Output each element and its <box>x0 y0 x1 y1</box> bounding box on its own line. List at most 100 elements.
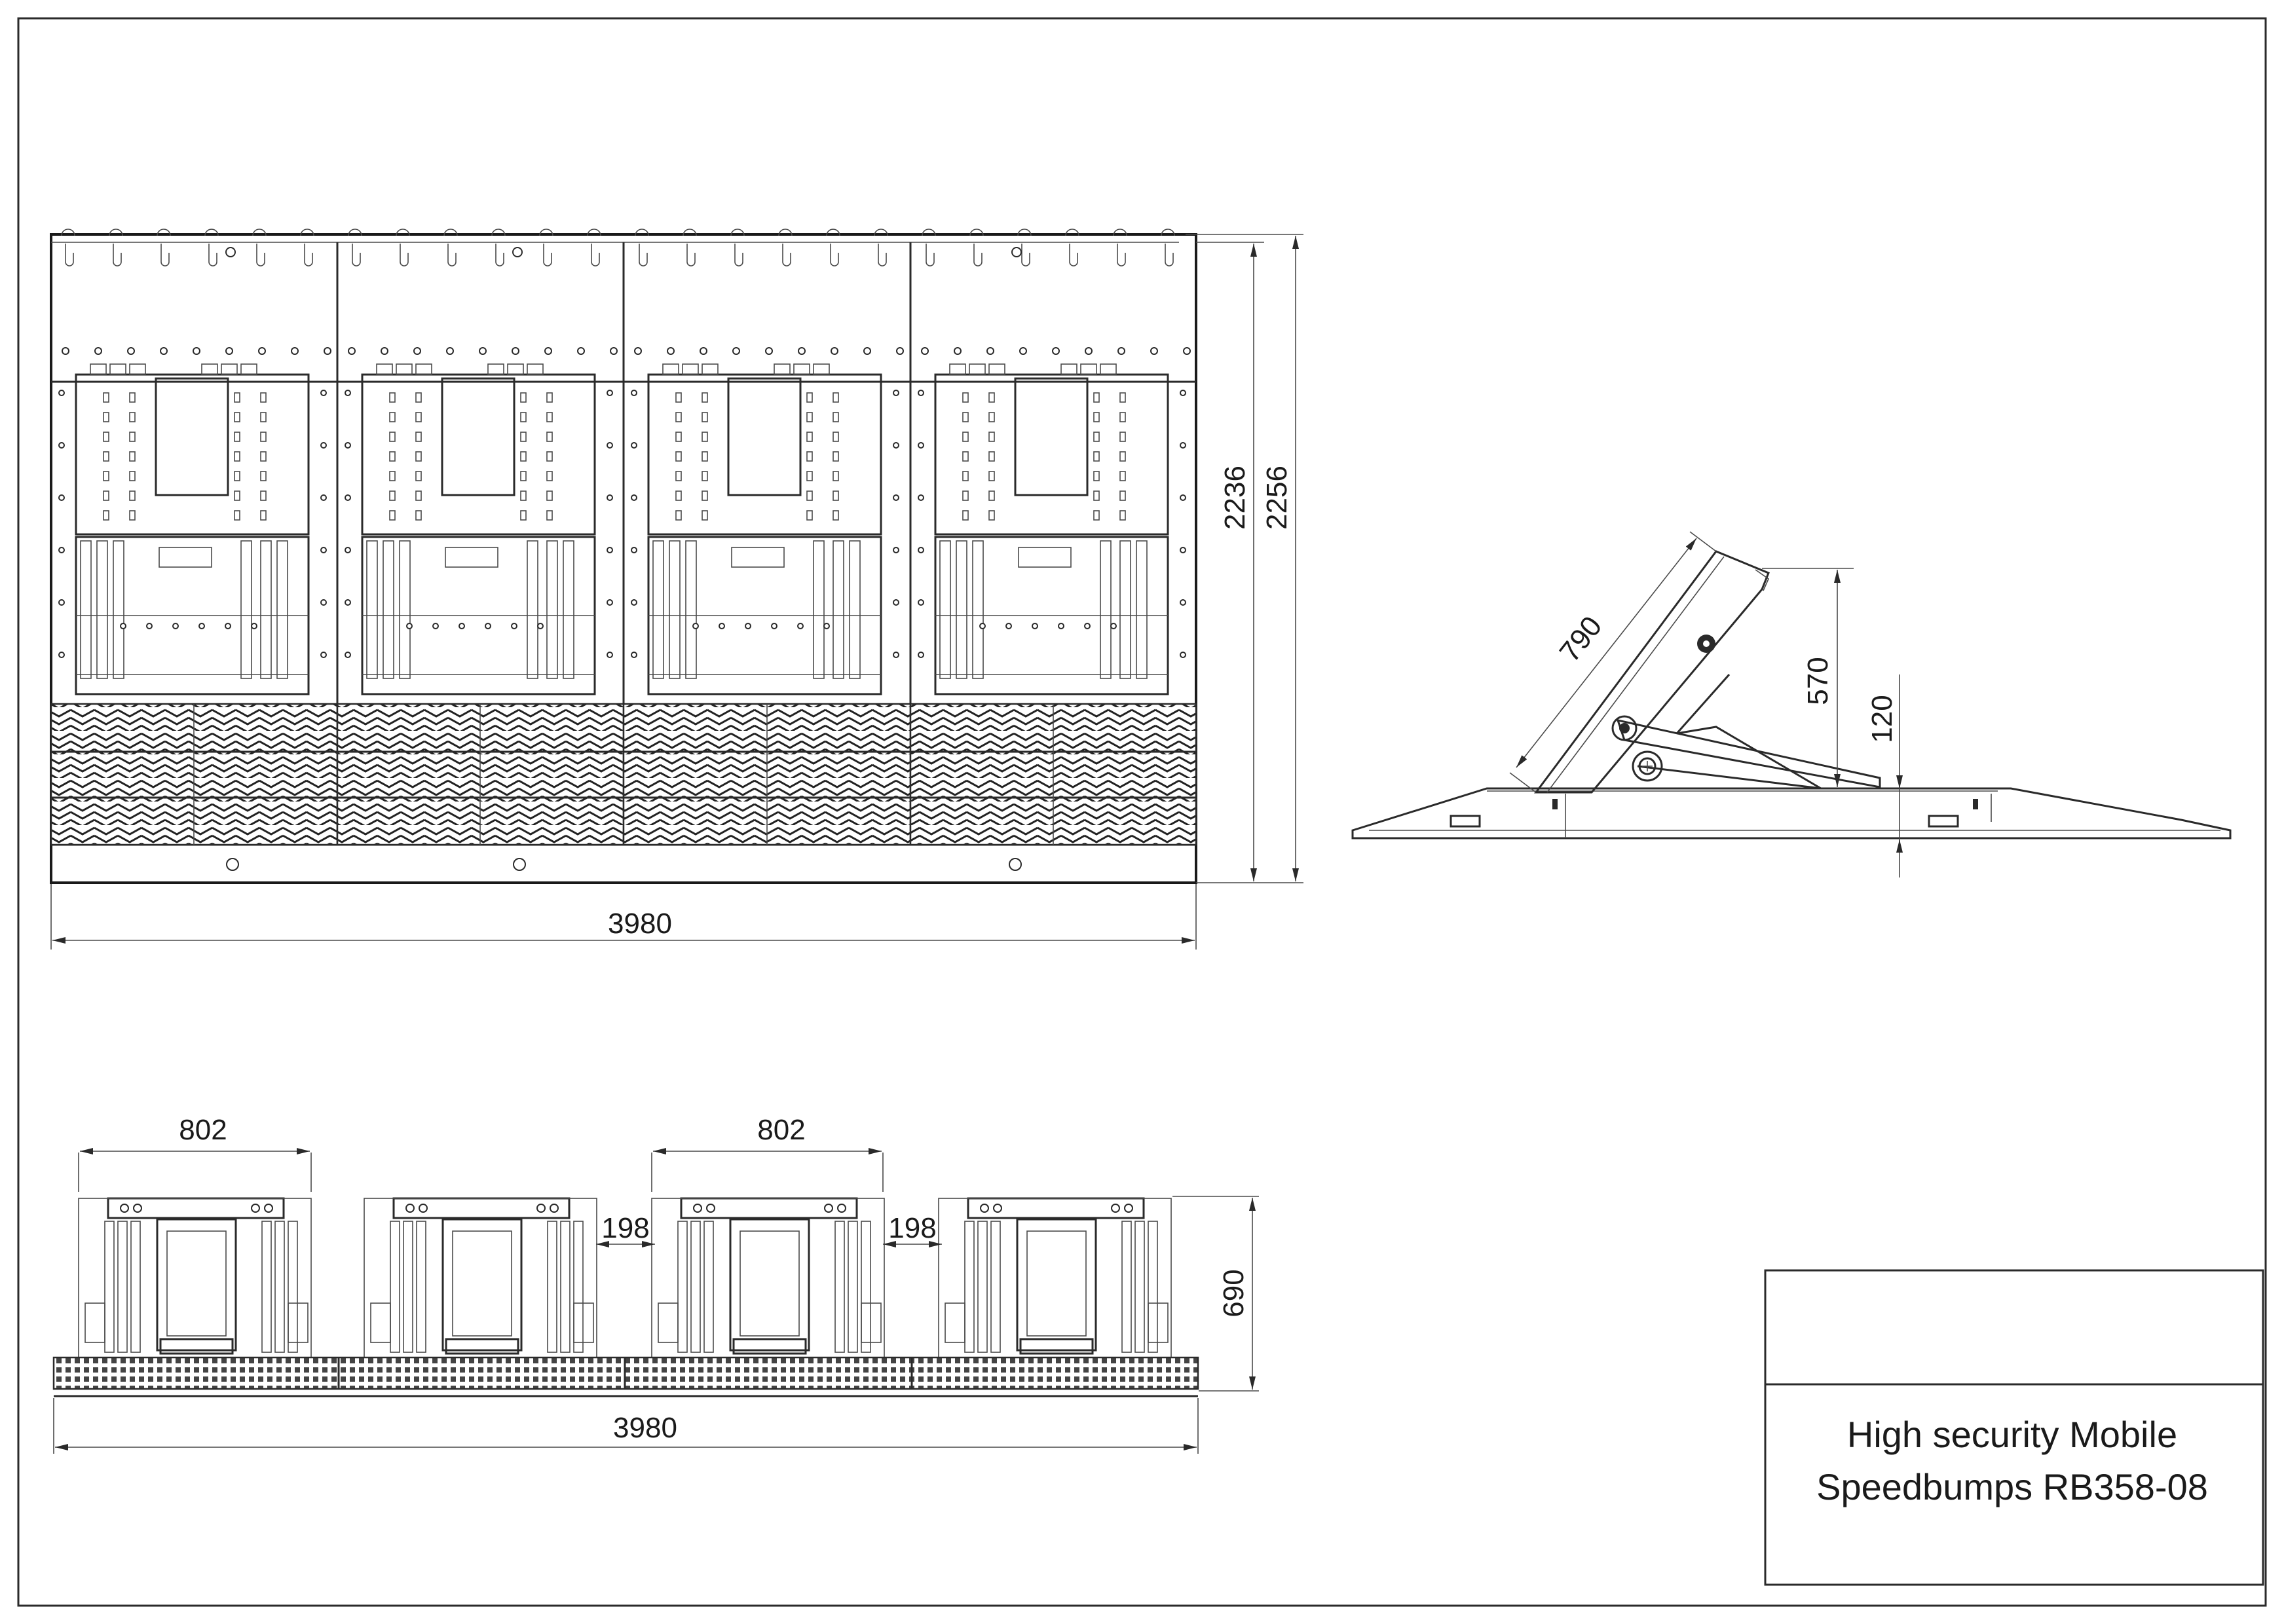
strap-hook <box>352 244 361 267</box>
slot <box>1119 392 1126 403</box>
side-view <box>1351 550 2232 840</box>
connector-tab <box>507 363 524 375</box>
mount-hole <box>993 1204 1002 1213</box>
bolt <box>918 442 924 449</box>
lift-rail <box>834 1221 845 1353</box>
slot <box>129 471 136 481</box>
strap-loop <box>109 229 123 236</box>
mount-hole <box>824 1204 833 1213</box>
slot <box>129 432 136 442</box>
strap-hook <box>1117 244 1126 267</box>
slot <box>520 510 527 521</box>
gap-label: 198 <box>888 1212 936 1244</box>
mount-hole <box>1009 858 1022 871</box>
lift-rail <box>403 1221 413 1353</box>
slot <box>833 510 839 521</box>
lift-rail <box>560 1221 571 1353</box>
lift-rail <box>956 540 967 679</box>
slot <box>833 432 839 442</box>
connector-tab <box>969 363 986 375</box>
strap-loop <box>683 229 697 236</box>
bolt <box>58 547 65 553</box>
lift-rail <box>1119 540 1131 679</box>
strap-hook <box>113 244 122 267</box>
bolt <box>345 442 351 449</box>
bolt <box>700 347 707 355</box>
slot <box>103 432 109 442</box>
lift-rail <box>964 1221 975 1353</box>
bolt <box>291 347 299 355</box>
bolt <box>485 623 491 629</box>
slot <box>1093 471 1100 481</box>
strap-loop <box>61 229 75 236</box>
bolt <box>406 623 413 629</box>
mechanism-panel <box>166 1230 227 1337</box>
slot <box>234 451 240 462</box>
connector-tab <box>1060 363 1077 375</box>
strap-loop <box>922 229 936 236</box>
connector-tab <box>201 363 218 375</box>
side-bracket <box>84 1302 105 1343</box>
control-box <box>441 377 515 496</box>
bolt <box>381 347 388 355</box>
mechanism-body <box>156 1218 237 1352</box>
connector-tab <box>1080 363 1097 375</box>
mount-hole <box>837 1204 846 1213</box>
slot <box>806 471 813 481</box>
connector-tab <box>813 363 830 375</box>
slot <box>988 471 995 481</box>
lift-rail <box>849 540 861 679</box>
slot <box>806 412 813 422</box>
lift-rail <box>690 1221 701 1353</box>
strap-hook <box>1021 244 1030 267</box>
connector-tab <box>415 363 432 375</box>
bolt <box>893 494 899 501</box>
strap-hook <box>782 244 791 267</box>
bolt <box>324 347 331 355</box>
front-module <box>345 347 618 695</box>
strap-loop <box>157 229 171 236</box>
bolt <box>62 347 69 355</box>
bottom-view <box>52 1197 1199 1397</box>
connector-tab <box>221 363 238 375</box>
slot <box>833 451 839 462</box>
slot <box>520 392 527 403</box>
bolt <box>1180 652 1186 658</box>
support-link <box>1637 726 1822 790</box>
bolt <box>1019 347 1027 355</box>
bolt <box>58 390 65 396</box>
bolt <box>1180 390 1186 396</box>
slot <box>546 471 553 481</box>
strap-loop <box>252 229 267 236</box>
strap-hook <box>686 244 696 267</box>
strap-loop <box>348 229 362 236</box>
slot <box>129 392 136 403</box>
slot <box>415 432 422 442</box>
slot <box>1119 451 1126 462</box>
bolt <box>1052 347 1060 355</box>
side-bracket <box>658 1302 679 1343</box>
bolt <box>798 347 806 355</box>
slot <box>675 490 682 501</box>
slot <box>415 490 422 501</box>
side-bracket <box>573 1302 594 1343</box>
side-raised-height-label: 570 <box>1802 657 1834 705</box>
bolt <box>631 390 637 396</box>
base-block <box>732 1338 807 1355</box>
bolt <box>1110 623 1117 629</box>
bolt <box>765 347 773 355</box>
strap-loop <box>539 229 553 236</box>
mount-hole <box>405 1204 415 1213</box>
bolt <box>544 347 552 355</box>
slot <box>520 471 527 481</box>
bolt <box>607 547 613 553</box>
bolt <box>348 347 356 355</box>
slot <box>806 490 813 501</box>
bolt <box>320 390 327 396</box>
slot <box>675 432 682 442</box>
strap-loop <box>730 229 745 236</box>
lift-rail <box>261 1221 272 1353</box>
bolt <box>1005 623 1012 629</box>
side-view-dimensions: 790 570 120 <box>1509 531 1903 877</box>
lift-rail <box>573 1221 584 1353</box>
